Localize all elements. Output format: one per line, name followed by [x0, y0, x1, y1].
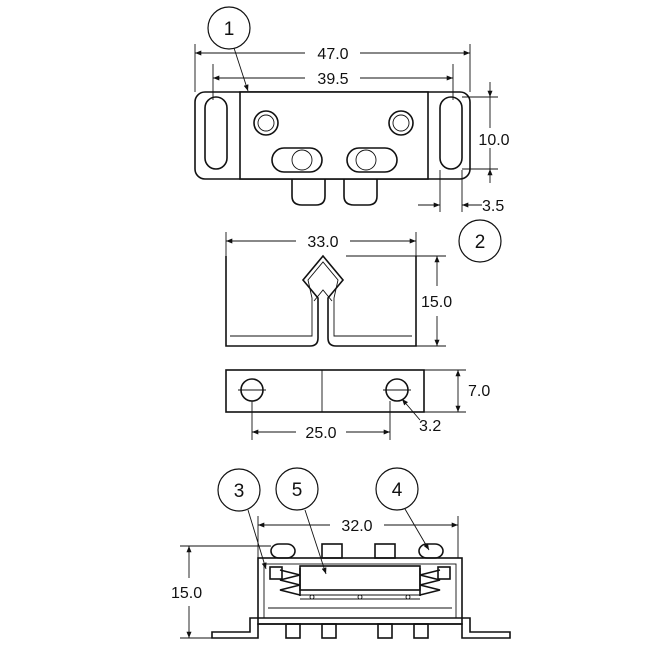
- dim-3-5: 3.5: [482, 198, 504, 215]
- assembly-base: [211, 617, 511, 639]
- callout-1-label: 1: [224, 19, 235, 40]
- spring-profile: [225, 254, 417, 347]
- dim-15-assembly: 15.0: [171, 585, 202, 602]
- top-view: 47.0 39.5 10.0 3.5 1 2: [194, 6, 516, 263]
- right-spring: [419, 566, 451, 596]
- dim-47: 47.0: [317, 46, 348, 63]
- spring-view: 33.0 15.0: [225, 232, 452, 347]
- callout-1: [207, 6, 251, 50]
- left-screw: [253, 110, 279, 136]
- assembly-view: 32.0 15.0 3 5 4: [171, 467, 511, 639]
- latch-plate: [299, 565, 421, 591]
- callout-3: [217, 468, 261, 512]
- left-spring: [269, 566, 301, 596]
- dim-10: 10.0: [478, 132, 509, 149]
- dim-7: 7.0: [468, 383, 490, 400]
- callout-2: [458, 219, 502, 263]
- callout-2-label: 2: [475, 232, 486, 253]
- dim-39-5: 39.5: [317, 71, 348, 88]
- left-slot: [204, 96, 228, 170]
- left-roller-head: [271, 147, 323, 173]
- right-roller: [343, 179, 378, 206]
- right-slot: [439, 96, 463, 170]
- assembly-housing: [257, 557, 463, 625]
- dim-33: 33.0: [307, 234, 338, 251]
- callout-5: [275, 467, 319, 511]
- left-roller: [291, 179, 326, 206]
- dim-32: 32.0: [341, 518, 372, 535]
- callout-5-label: 5: [292, 480, 303, 501]
- callout-4-label: 4: [392, 480, 403, 501]
- plate-view: 7.0 25.0 3.2: [225, 369, 490, 442]
- callout-4: [375, 467, 419, 511]
- right-roller-head: [346, 147, 398, 173]
- plate: [225, 369, 425, 413]
- dim-15-spring: 15.0: [421, 294, 452, 311]
- dim-25: 25.0: [305, 425, 336, 442]
- dim-3-2: 3.2: [419, 418, 441, 435]
- callout-3-label: 3: [234, 481, 245, 502]
- right-screw: [388, 110, 414, 136]
